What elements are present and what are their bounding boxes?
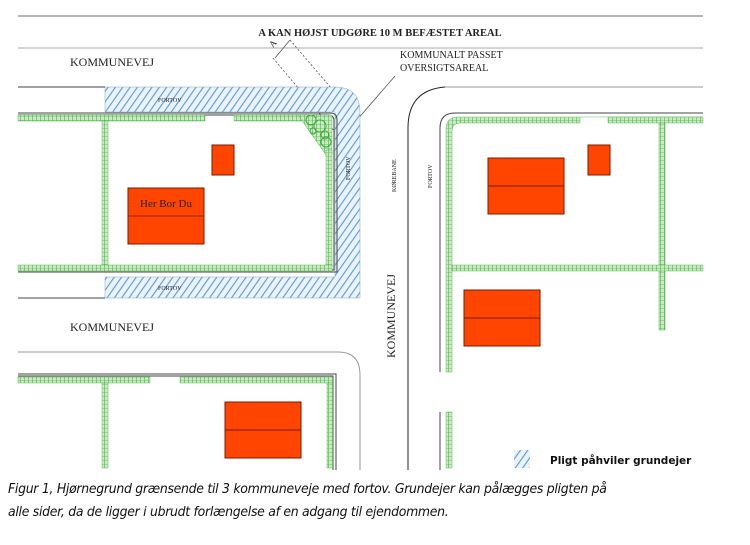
- sidewalk-label-bottom: FORTOV: [158, 286, 182, 292]
- house-label: Her Bor Du: [140, 198, 192, 210]
- sight-area-shrubs-icon: [305, 114, 332, 148]
- sidewalk-label-top: FORTOV: [158, 98, 182, 104]
- sidewalk-label-east: FORTOV: [428, 164, 434, 188]
- road-edges: [18, 86, 703, 470]
- dimension-a-label: A: [267, 37, 279, 49]
- figure-caption: Figur 1, Hjørnegrund grænsende til 3 kom…: [8, 478, 692, 524]
- sidewalk-hatch-area: [104, 86, 361, 299]
- house-shed: [211, 144, 235, 176]
- house-shed-ne: [587, 144, 611, 176]
- road-label-top: KOMMUNEVEJ: [70, 55, 154, 69]
- caption-line-2: alle sider, da de ligger i ubrudt forlæn…: [8, 505, 449, 520]
- sight-area-label-2: OVERSIGTSAREAL: [400, 63, 488, 74]
- road-label-vertical: KOMMUNEVEJ: [384, 274, 398, 358]
- sidewalk-label-right: FORTOV: [346, 156, 352, 180]
- road-label-middle: KOMMUNEVEJ: [70, 320, 154, 334]
- legend-hatch-icon: [514, 450, 530, 468]
- hedges: [17, 114, 704, 469]
- legend-label: Pligt påhviler grundejer: [550, 454, 692, 467]
- diagram-title: A KAN HØJST UDGØRE 10 M BEFÆSTET AREAL: [258, 28, 501, 39]
- houses: [127, 144, 611, 459]
- caption-line-1: Figur 1, Hjørnegrund grænsende til 3 kom…: [8, 482, 607, 497]
- sight-area-label-1: KOMMUNALT PASSET: [400, 50, 503, 61]
- carriageway-label: KØREBANE: [392, 159, 398, 192]
